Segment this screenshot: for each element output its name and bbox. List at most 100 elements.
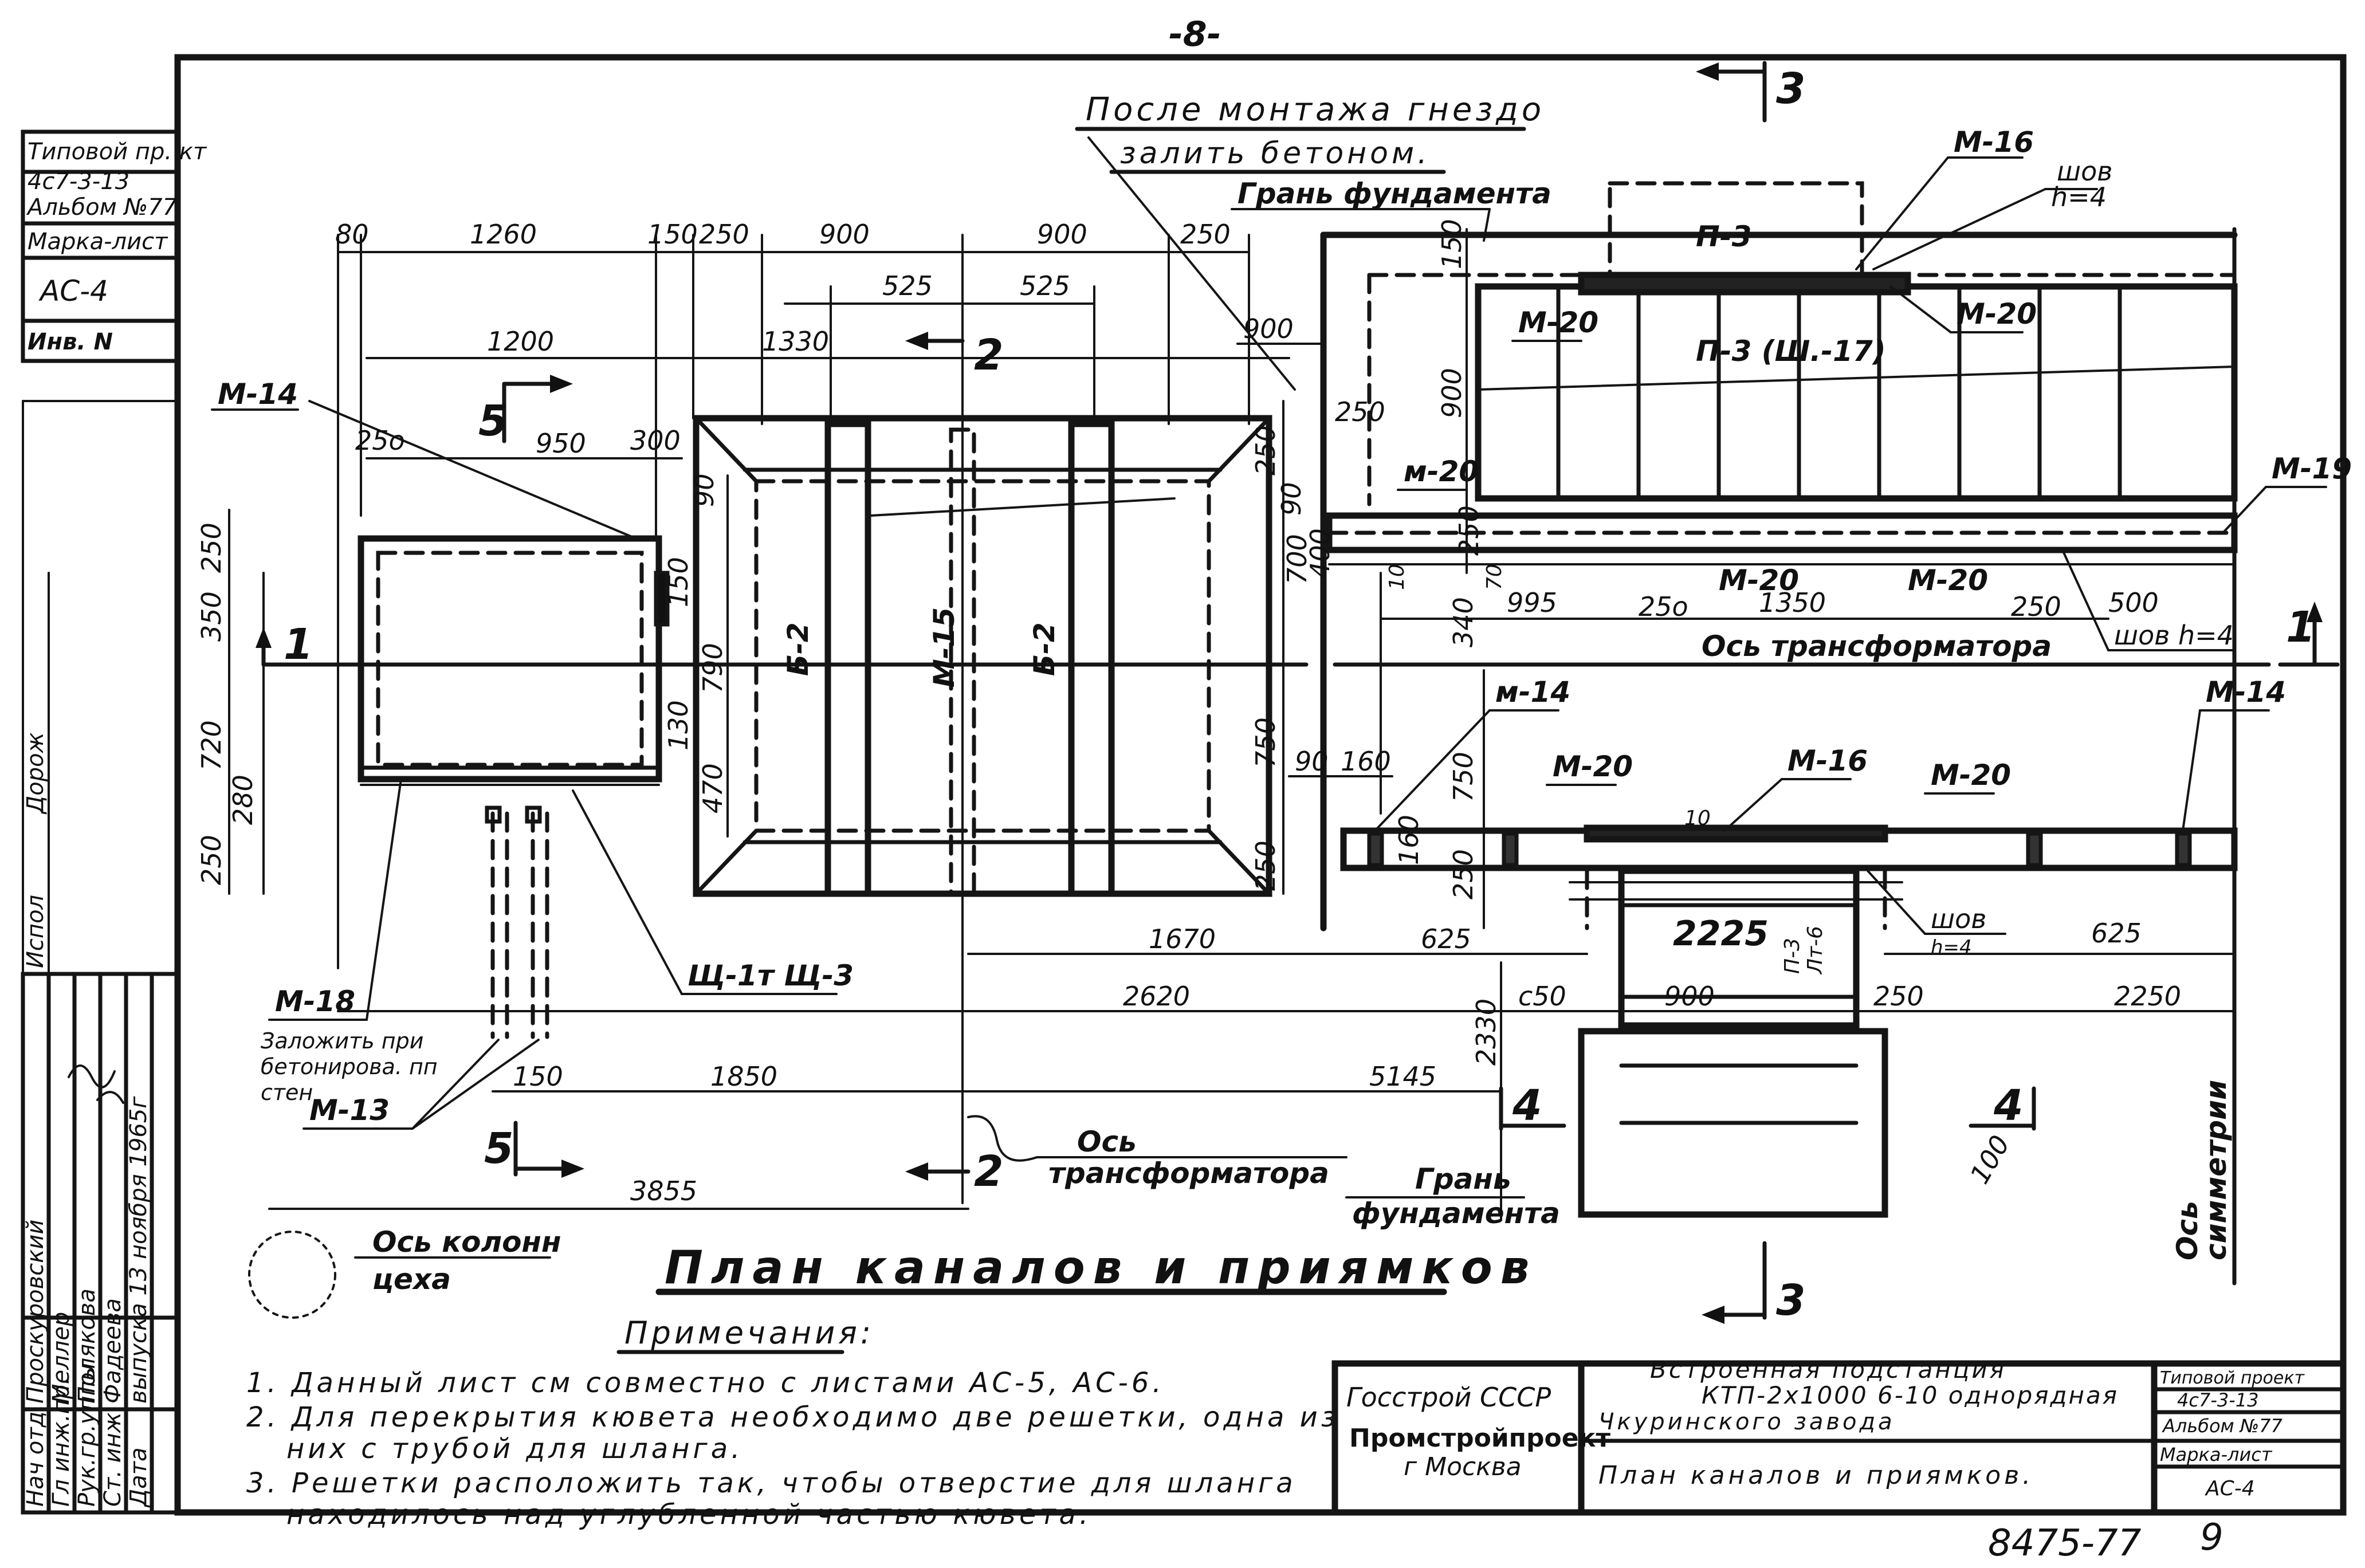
foundation-bottom-label-2: фундамента bbox=[1352, 1197, 1560, 1230]
dim-v280: 280 bbox=[227, 775, 258, 825]
dim-rv900: 900 bbox=[1436, 368, 1467, 418]
label-seam-top-1: шов bbox=[2057, 156, 2112, 187]
dim-r995: 995 bbox=[1507, 587, 1557, 618]
section-3-top: 3 bbox=[1776, 64, 1806, 113]
symmetry-axis-label-2: симметрии bbox=[2199, 1080, 2233, 1260]
section-1-left: 1 bbox=[284, 620, 313, 669]
dim-1850: 1850 bbox=[710, 1061, 777, 1092]
dim-1260: 1260 bbox=[470, 219, 537, 250]
signature-name-4: выпуска 13 ноября 1965г bbox=[125, 1096, 152, 1404]
dim-900a: 900 bbox=[819, 219, 870, 250]
dim-rv400: 400 bbox=[1305, 528, 1335, 579]
dim-rv10: 10 bbox=[1385, 564, 1409, 590]
label-m13: М-13 bbox=[309, 1094, 390, 1127]
dim-900b: 900 bbox=[1037, 219, 1087, 250]
dim-rv160: 160 bbox=[1393, 815, 1424, 865]
label-m16-top: М-16 bbox=[1954, 125, 2034, 159]
notes-heading: Примечания: bbox=[624, 1315, 874, 1351]
side-stamp-inv: Инв. N bbox=[28, 329, 113, 355]
dim-150: 150 bbox=[647, 219, 698, 250]
tb-right-1: Типовой проект bbox=[2160, 1368, 2305, 1388]
side-stamp-album: Альбом №77 bbox=[26, 194, 178, 221]
dim-r900b: 900 bbox=[1664, 981, 1715, 1012]
section-1-right: 1 bbox=[2286, 603, 2316, 652]
side-stamp-sheet: АС-4 bbox=[38, 274, 108, 308]
side-stamp-code: 4с7-3-13 bbox=[28, 168, 129, 195]
tb-org-3: г Москва bbox=[1404, 1452, 1522, 1481]
label-m15: М-15 bbox=[928, 607, 961, 687]
dim-r625a: 625 bbox=[1421, 923, 1471, 954]
dim-1200: 1200 bbox=[487, 326, 554, 357]
section-3-bottom: 3 bbox=[1776, 1276, 1806, 1325]
signature-name-2: Поляковa bbox=[74, 1288, 100, 1404]
dim-250c: 25о bbox=[355, 425, 405, 456]
label-p3-sh: П-3 (Ш.-17) bbox=[1696, 335, 1886, 368]
label-lt6: Лт-6 bbox=[1804, 926, 1827, 975]
label-m19: М-19 bbox=[2272, 452, 2352, 485]
dim-r2250: 2250 bbox=[2114, 981, 2181, 1012]
signature-name-1: Меллер bbox=[48, 1312, 74, 1404]
title-block: Госстрой СССР Промстройпроект г Москва В… bbox=[1331, 1355, 2347, 1516]
label-m20-a: М-20 bbox=[1518, 306, 1598, 339]
dim-rv150: 150 bbox=[1436, 219, 1467, 269]
dim-v250d: 250 bbox=[1250, 840, 1281, 891]
tb-project-2: КТП-2х1000 6-10 однорядная bbox=[1702, 1381, 2119, 1409]
label-m20-d: М-20 bbox=[1719, 564, 1799, 597]
signature-role-0: Нач отд. bbox=[22, 1404, 49, 1507]
section-2-top: 2 bbox=[974, 331, 1004, 380]
transformer-axis-label-2: трансформатора bbox=[1048, 1157, 1329, 1190]
section-5-top: 5 bbox=[478, 396, 508, 446]
dim-r250b: 250 bbox=[2011, 591, 2061, 622]
label-m14-a: м-14 bbox=[1495, 675, 1570, 709]
tb-sheet-title: План каналов и приямков. bbox=[1598, 1461, 2034, 1490]
side-stamp-sheet-label: Марка-лист bbox=[28, 229, 168, 255]
side-word-1: Испол bbox=[22, 895, 49, 968]
label-grate: Щ-1т Щ-3 bbox=[688, 959, 854, 992]
label-m18-note3: стен bbox=[261, 1080, 313, 1105]
dim-r625b: 625 bbox=[2091, 918, 2142, 949]
dim-v250a: 250 bbox=[196, 522, 227, 573]
dim-1330: 1330 bbox=[762, 326, 829, 357]
label-m20-g: М-20 bbox=[1931, 759, 2011, 792]
label-b2-right: Б-2 bbox=[1028, 622, 1061, 676]
dim-rv2330: 2330 bbox=[1471, 999, 1502, 1066]
symmetry-axis-label-1: Ось bbox=[2171, 1201, 2204, 1260]
transformer-axis-right: Ось трансформатора bbox=[1702, 630, 2052, 663]
dim-525b: 525 bbox=[1020, 270, 1070, 301]
tb-right-3: Альбом №77 bbox=[2162, 1415, 2282, 1437]
side-stamp: Типовой пр. кт 4с7-3-13 Альбом №77 Марка… bbox=[21, 129, 207, 363]
dim-rv750: 750 bbox=[1448, 752, 1479, 802]
section-2-bottom: 2 bbox=[974, 1147, 1004, 1196]
dim-2620: 2620 bbox=[1123, 981, 1190, 1012]
signature-role-3: Ст. инж bbox=[100, 1412, 126, 1507]
column-axis-label-1: Ось колонн bbox=[372, 1225, 561, 1259]
column-axis-label-2: цеха bbox=[372, 1263, 451, 1296]
dim-250b: 250 bbox=[1180, 219, 1231, 250]
side-stamp-title: Типовой пр. кт bbox=[28, 139, 207, 165]
section-4-left: 4 bbox=[1512, 1081, 1542, 1130]
dim-r2225: 2225 bbox=[1673, 914, 1769, 954]
top-note-line1: После монтажа гнездо bbox=[1086, 91, 1545, 128]
label-m16-bottom: М-16 bbox=[1787, 744, 1868, 777]
foundation-top-label: Грань фундамента bbox=[1238, 177, 1551, 210]
dim-v90: 90 bbox=[689, 473, 720, 507]
dim-r100: 100 bbox=[1964, 1130, 2016, 1189]
dim-300: 300 bbox=[630, 425, 681, 456]
dim-v720: 720 bbox=[196, 720, 227, 771]
dim-1670: 1670 bbox=[1149, 923, 1216, 954]
dim-r1350: 1350 bbox=[1759, 587, 1826, 618]
tb-project-3: Чкуринского завода bbox=[1598, 1409, 1895, 1435]
signature-role-4: Дата bbox=[125, 1447, 152, 1508]
label-seam-bottom-2: h=4 bbox=[1931, 936, 1972, 959]
signature-name-0: Проскуровский bbox=[22, 1220, 49, 1404]
tb-project-1: Встроенная подстанция bbox=[1650, 1355, 2006, 1384]
dim-rv250: 250 bbox=[1335, 396, 1385, 427]
dim-r250a: 25о bbox=[1639, 591, 1688, 622]
dim-v790: 790 bbox=[697, 643, 728, 693]
tb-right-4: Марка-лист bbox=[2160, 1444, 2273, 1465]
dim-v250b: 250 bbox=[196, 835, 227, 885]
section-5-bottom: 5 bbox=[484, 1124, 514, 1173]
signature-role-1: Гл инж.пр. bbox=[48, 1377, 74, 1507]
dim-r90: 90 bbox=[1295, 746, 1329, 777]
dim-r250c: с50 bbox=[1518, 981, 1566, 1012]
